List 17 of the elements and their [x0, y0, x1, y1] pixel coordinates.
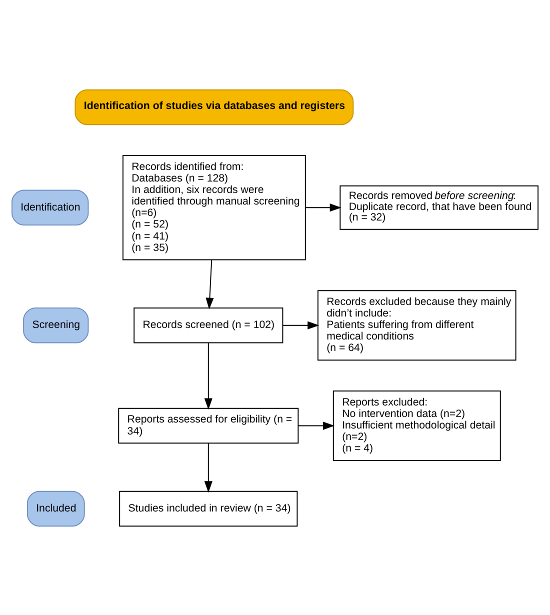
node-box: Included	[26, 490, 85, 526]
node-box: Reports excluded: No intervention data (n=2) Insufficient methodological detail (n=2) (n = 4)	[332, 390, 501, 460]
node-box: Screening	[23, 307, 89, 343]
node-box: Records identified from: Databases (n = 128) In addition, six records were identified through manual screening (n=6) (n = 52) (n = 41) (n = 35)	[122, 154, 306, 260]
arrow	[204, 442, 212, 492]
node-box: Records removed before screening: Duplicate record, that have been found (n = 32)	[340, 184, 538, 230]
arrow	[298, 421, 335, 430]
node-box: Studies included in review (n = 34)	[119, 490, 298, 526]
node-box: Reports assessed for eligibility (n = 34)	[118, 407, 299, 444]
arrow	[206, 259, 214, 309]
node-box: Records excluded because they mainly didn’t include: Patients suffering from different medical conditions (n = 64)	[317, 290, 516, 360]
arrow	[305, 203, 342, 212]
node-box: Identification	[12, 189, 89, 225]
arrow	[282, 320, 320, 329]
node-box: Records screened (n = 102)	[134, 307, 284, 343]
arrow	[204, 342, 212, 410]
node-box: Identification of studies via databases and registers	[74, 88, 354, 125]
